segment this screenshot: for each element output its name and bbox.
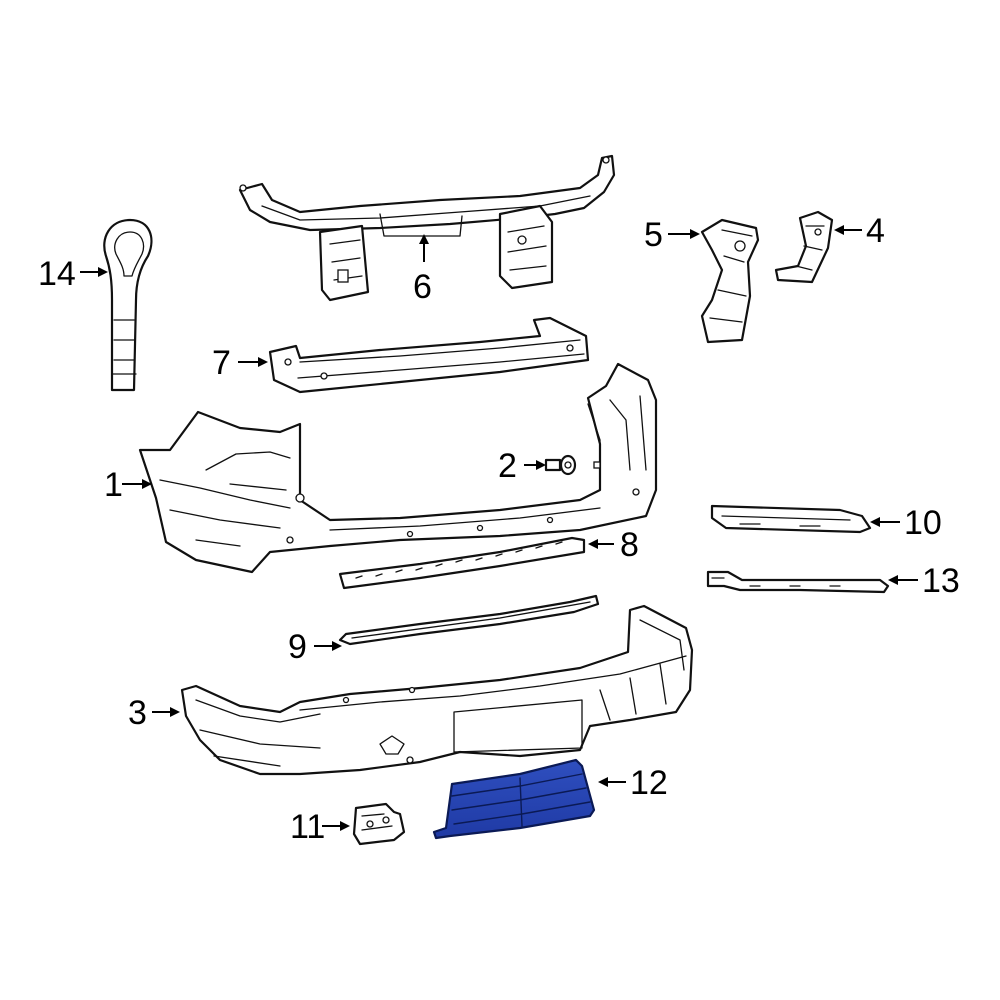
callout-1[interactable]: 1 (104, 466, 123, 504)
part-9-garnish[interactable] (338, 594, 600, 646)
part-8-absorber[interactable] (338, 536, 586, 590)
part-10-trim-strip[interactable] (710, 504, 872, 534)
callout-4[interactable]: 4 (866, 212, 885, 250)
callout-11[interactable]: 11 (290, 808, 325, 846)
callout-6[interactable]: 6 (413, 268, 432, 306)
part-7-reinforcement-beam[interactable] (268, 316, 590, 394)
part-4-side-bracket[interactable] (774, 210, 834, 284)
leader-lines (80, 225, 918, 831)
callout-numbers: 14 6 5 4 7 1 2 10 8 13 9 3 12 11 (38, 212, 960, 846)
callout-3[interactable]: 3 (128, 694, 147, 732)
callout-7[interactable]: 7 (212, 344, 231, 382)
callout-2[interactable]: 2 (498, 447, 517, 485)
callout-10[interactable]: 10 (904, 504, 942, 542)
part-2-push-pin[interactable] (544, 454, 577, 476)
part-12-skid-plate-highlighted[interactable] (432, 758, 596, 840)
callout-12[interactable]: 12 (630, 764, 668, 802)
part-5-bumper-bracket[interactable] (700, 218, 760, 344)
part-1-bumper-cover[interactable] (138, 362, 658, 574)
callout-8[interactable]: 8 (620, 526, 639, 564)
part-6-upper-support[interactable] (238, 154, 616, 302)
part-11-clip-bracket[interactable] (352, 802, 406, 846)
part-14-tow-eye[interactable] (103, 218, 153, 392)
callout-9[interactable]: 9 (288, 628, 307, 666)
callout-13[interactable]: 13 (922, 562, 960, 600)
part-13-lower-trim[interactable] (706, 570, 890, 594)
callout-14[interactable]: 14 (38, 255, 76, 293)
callout-5[interactable]: 5 (644, 216, 663, 254)
part-3-lower-valance[interactable] (180, 604, 694, 776)
